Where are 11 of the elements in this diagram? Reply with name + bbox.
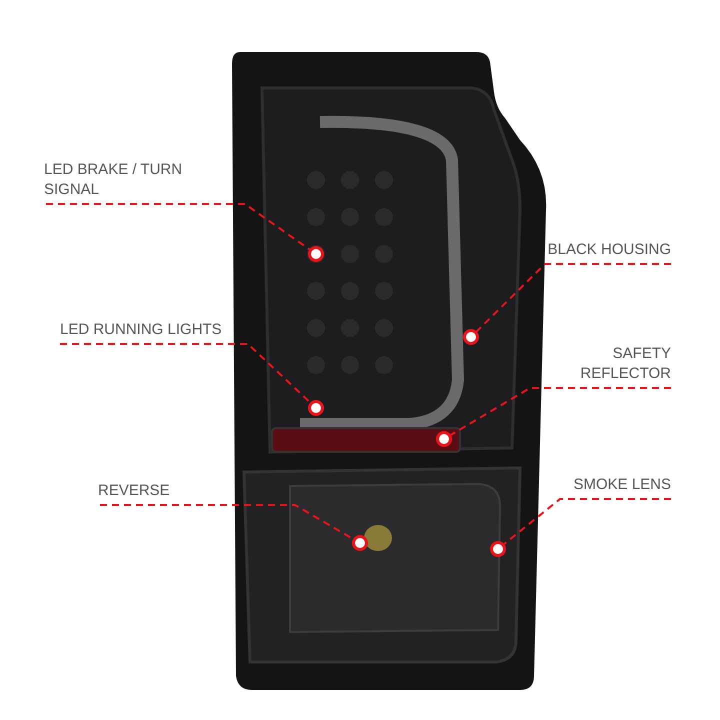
callout-label: LED RUNNING LIGHTS bbox=[60, 320, 260, 344]
leader-line bbox=[504, 498, 671, 545]
leader-line bbox=[450, 387, 671, 436]
leader-line bbox=[60, 343, 311, 404]
leader-line bbox=[46, 203, 310, 250]
callout-label: LED BRAKE / TURN SIGNAL bbox=[44, 160, 224, 204]
callout-label: BLACK HOUSING bbox=[530, 240, 671, 264]
callout-label: SMOKE LENS bbox=[555, 475, 671, 499]
leader-line bbox=[476, 263, 671, 332]
callout-label: REVERSE bbox=[98, 481, 298, 505]
callout-label: SAFETY REFLECTOR bbox=[520, 344, 671, 388]
